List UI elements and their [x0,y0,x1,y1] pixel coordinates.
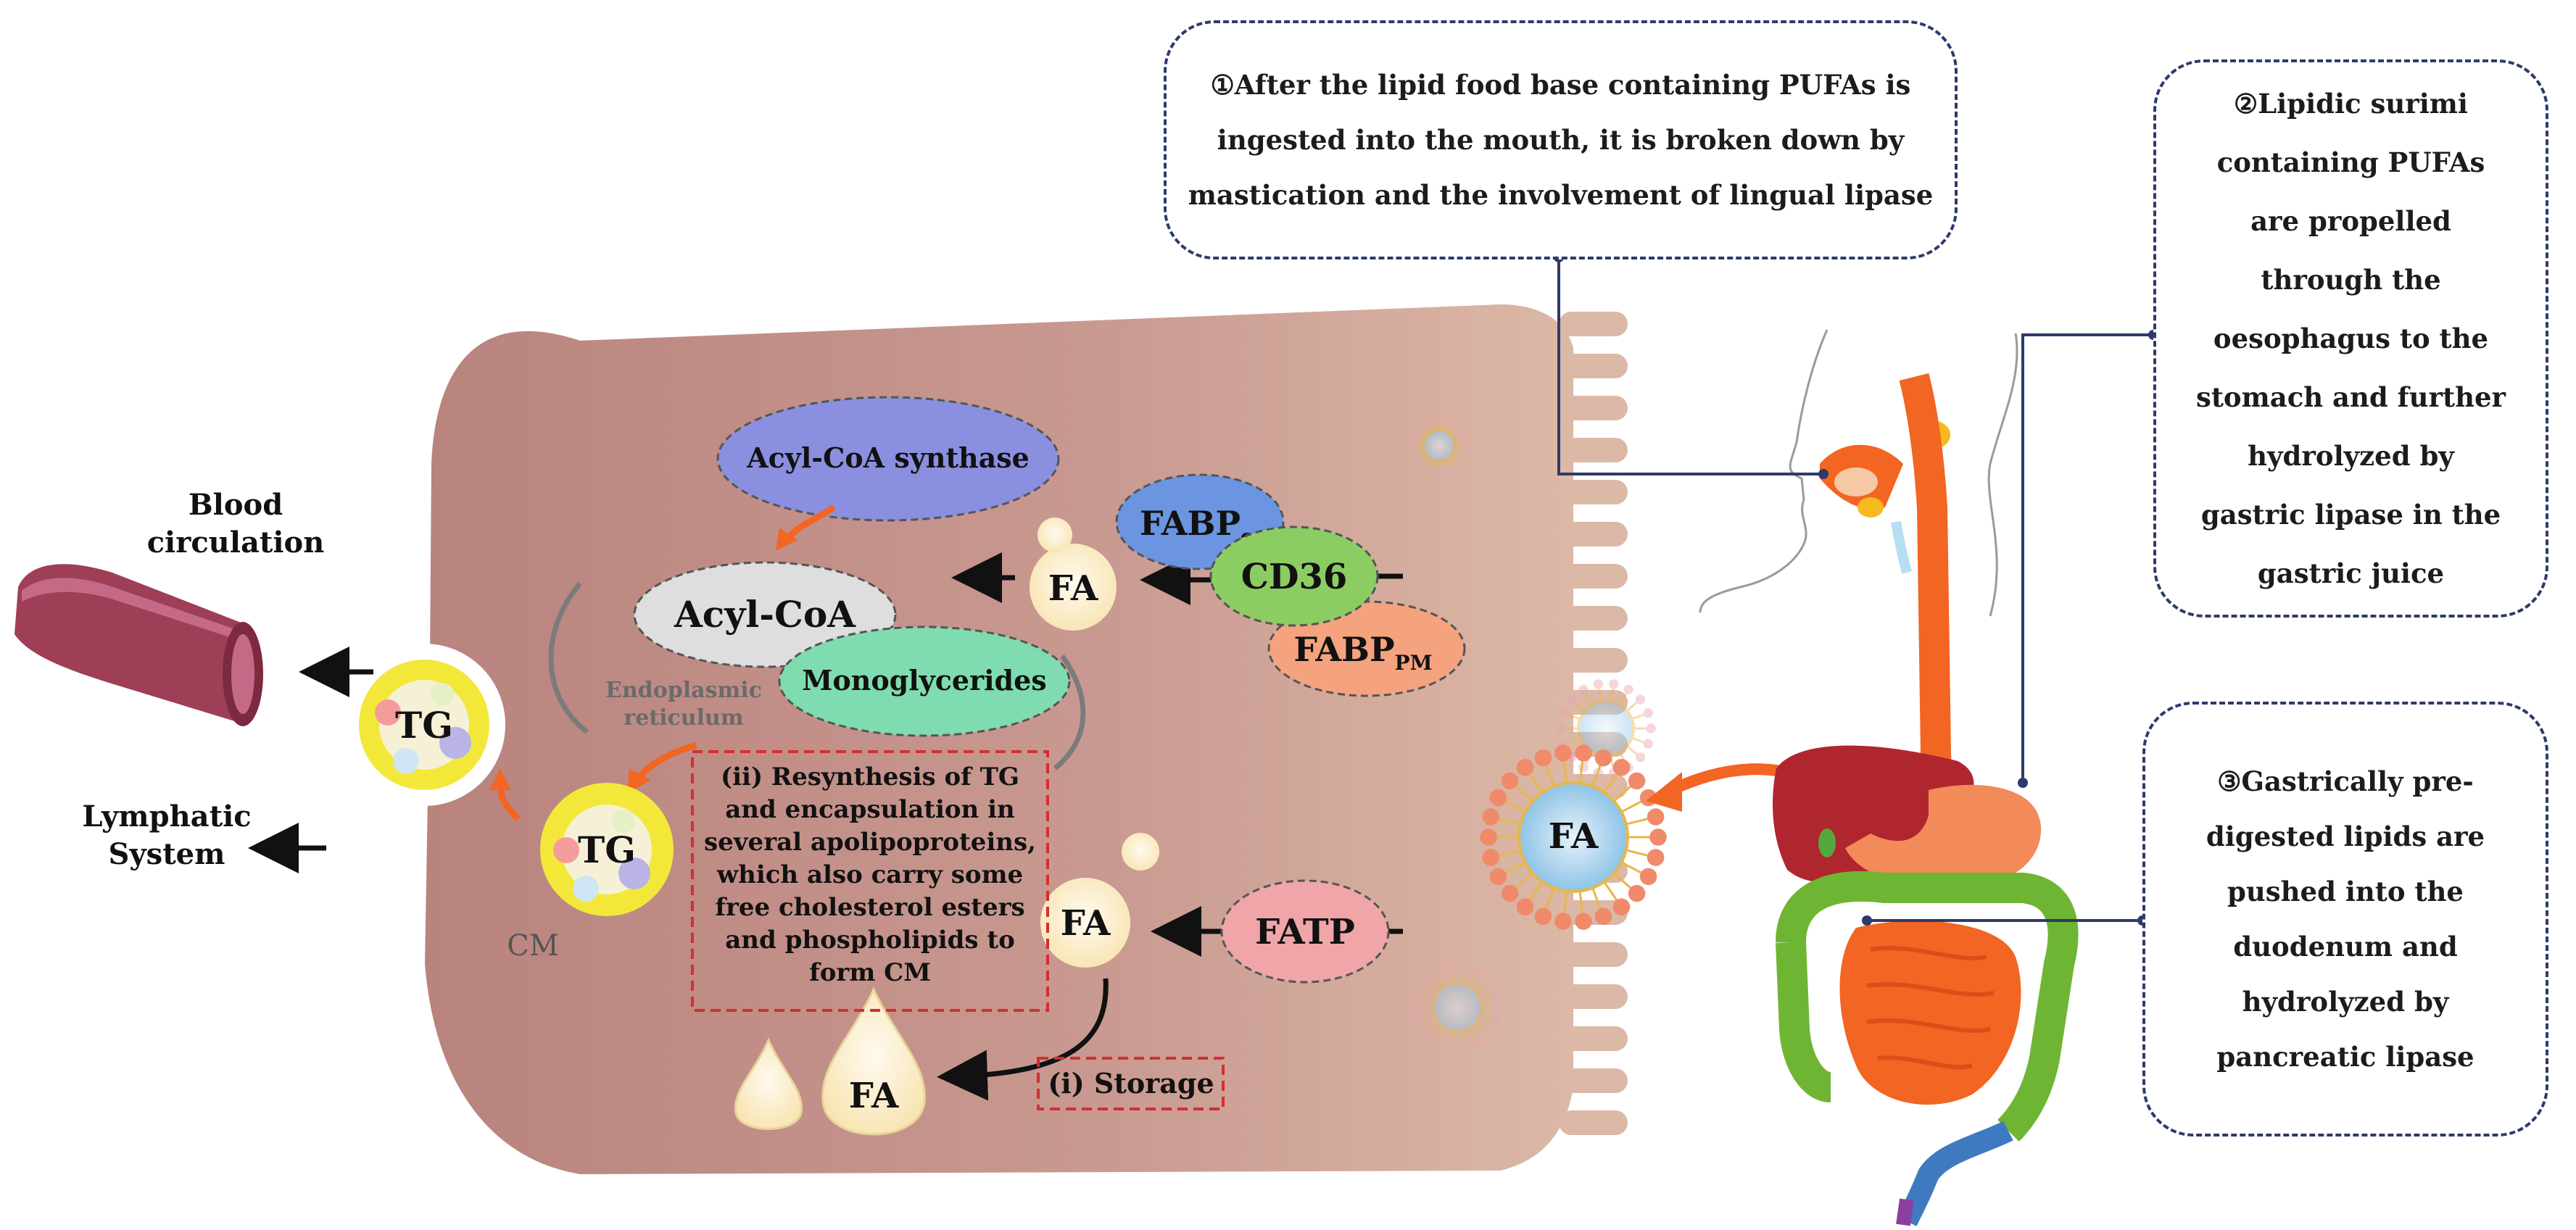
lymph-label-line2: System [109,837,225,871]
tg-label-inner: TG [578,828,636,871]
cd36-ellipse [1209,525,1379,627]
orange-arrowhead-gut [1646,772,1682,812]
fabp-pm-label: FABPPM [1293,630,1432,675]
resynthesis-line-4: which also carry some [716,860,1023,889]
microvillus [1559,312,1628,336]
er-label-line1: Endoplasmic [605,678,762,703]
step-3-text: ③Gastrically pre- digested lipids are pu… [2206,765,2485,1073]
microvillus [1559,648,1628,673]
resynthesis-line-5: free cholesterol esters [715,893,1024,922]
resynthesis-line-3: several apolipoproteins, [704,828,1036,857]
micelle-faded-lower [1412,963,1503,1052]
fa-micelle [1480,744,1667,930]
microvillus [1559,1110,1628,1135]
microvillus [1559,396,1628,420]
step-2-text: ②Lipidic surimi containing PUFAs are pro… [2196,87,2506,589]
fatp-ellipse [1220,879,1390,984]
microvillus [1559,564,1628,589]
fa-label-storage: FA [849,1076,899,1116]
fa-small-dot-upper [1038,518,1072,552]
monoglycerides-ellipse [778,626,1071,737]
acyl-coa-label: Acyl-CoA [674,593,856,636]
orange-arrowhead-synthase [776,528,798,551]
microvillus [1559,1026,1628,1051]
storage-droplet-small [734,1037,803,1130]
fa-label-lower: FA [1061,903,1111,944]
connector-lines [1557,259,2153,922]
er-arc-right [1053,654,1086,770]
arrow-fa-to-storage [937,978,1109,1101]
storage-droplet-large [821,986,926,1136]
acyl-coa-synthase-ellipse [716,396,1060,522]
tg-label-outer: TG [395,704,453,747]
microvillus [1559,522,1628,547]
microvillus [1559,942,1628,967]
storage-box [1037,1057,1225,1110]
lymph-label-line1: Lymphatic [82,799,251,834]
micelle-main [1480,744,1667,930]
orange-arrowhead-er [627,768,651,794]
micelles [1410,417,1656,1052]
blood-label-line2: circulation [147,525,325,560]
blood-vessel-illustration [15,564,263,726]
resynthesis-text: (ii) Resynthesis of TG and encapsulation… [704,762,1036,987]
connector-box1 [1557,259,1823,475]
chylomicron-inner: TG [540,783,674,916]
fa-micelle-label: FA [1549,816,1599,857]
microvillus [1559,354,1628,378]
connector-box2 [2021,333,2153,783]
fatp-label: FATP [1255,912,1355,952]
step-1-text: ①After the lipid food base containing PU… [1188,69,1934,211]
microvillus [1559,438,1628,462]
resynthesis-box [691,750,1049,1012]
blood-label-line1: Blood [189,488,283,522]
monoglycerides-label: Monoglycerides [802,664,1046,697]
chylomicron-outer: TG [343,644,505,806]
step-1-mouth-box: ①After the lipid food base containing PU… [1164,20,1958,259]
step-2-stomach-box: ②Lipidic surimi containing PUFAs are pro… [2153,59,2548,618]
micelle-small-top [1410,417,1468,475]
orange-arrowhead-cm [489,768,511,790]
resynthesis-line-6: and phospholipids to [725,926,1015,955]
cm-label: CM [507,929,559,963]
microvillus [1559,984,1628,1009]
fa-droplet-lower [1040,878,1130,968]
fa-droplet-upper [1030,544,1117,631]
er-arc-left [548,581,589,734]
microvillus [1559,606,1628,631]
er-label-line2: reticulum [624,705,743,731]
digestive-system-illustration [1699,329,2079,1226]
storage-label: (i) Storage [1048,1067,1214,1100]
resynthesis-line-2: and encapsulation in [725,795,1015,824]
cd36-label: CD36 [1241,557,1348,597]
fa-label-upper: FA [1048,568,1098,609]
microvillus [1559,1068,1628,1093]
resynthesis-line-1: (ii) Resynthesis of TG [721,762,1019,791]
resynthesis-line-7: form CM [809,958,931,987]
fa-small-dot-lower [1122,833,1159,870]
microvillus [1559,480,1628,504]
acyl-coa-synthase-label: Acyl-CoA synthase [746,441,1030,474]
step-3-duodenum-box: ③Gastrically pre- digested lipids are pu… [2142,702,2548,1136]
